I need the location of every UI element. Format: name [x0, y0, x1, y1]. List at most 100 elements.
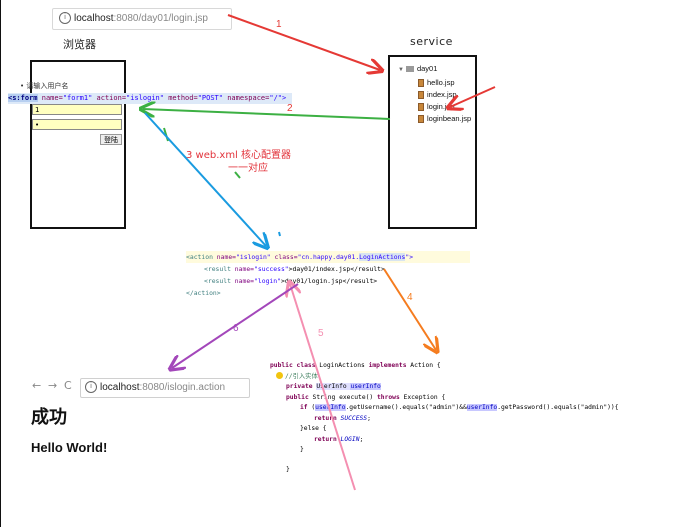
username-input[interactable]: 1 — [32, 104, 122, 115]
form-method-val: "POST" — [197, 94, 223, 102]
step-6: 6 — [233, 323, 239, 334]
arrow-3-tick — [278, 231, 281, 237]
code-text: .getUsername().equals("admin")&& — [345, 404, 467, 411]
form-action-attr: action= — [92, 94, 127, 102]
tree-file[interactable]: loginbean.jsp — [418, 114, 471, 124]
kw: throws — [377, 393, 404, 401]
step-5: 5 — [318, 328, 324, 339]
java-return-login: return LOGIN; — [270, 435, 650, 446]
kw: implements — [368, 362, 411, 369]
xml-text: >day01/index.jsp</result> — [288, 265, 385, 273]
login-button[interactable]: 登陆 — [100, 134, 122, 145]
service-box — [388, 55, 477, 229]
form-ns-attr: namespace= — [223, 94, 270, 102]
code-text: String execute() — [312, 393, 377, 401]
tree-folder[interactable]: ▼day01 — [398, 64, 437, 75]
xml-tag: <result — [204, 265, 235, 273]
step-1: 1 — [276, 19, 282, 30]
arrow-1 — [227, 14, 380, 70]
xml-val: "> — [405, 253, 414, 261]
jsp-file-icon — [418, 91, 424, 100]
xml-val: "islogin" — [236, 253, 271, 261]
one-to-one-label: 一一对应 — [228, 163, 268, 174]
form-name-attr: name= — [37, 94, 63, 102]
form-tag: <s:form — [8, 94, 38, 102]
xml-attr: name= — [234, 277, 255, 285]
kw: return — [314, 414, 341, 422]
java-field: private UserInfo userInfo — [270, 382, 650, 393]
page-edge — [0, 0, 1, 527]
arrow-2 — [143, 109, 391, 120]
url-host: localhost — [100, 382, 140, 393]
kw: return — [314, 435, 341, 443]
code-text: }else { — [300, 425, 327, 432]
struts-xml-code: <action name="islogin" class="cn.happy.d… — [186, 251, 470, 299]
code-text: ; — [359, 435, 364, 443]
browser-label: 浏览器 — [63, 38, 96, 51]
info-icon: i — [85, 381, 97, 394]
xml-attr: name= — [216, 253, 237, 261]
xml-tag: <action — [186, 253, 217, 261]
lightbulb-icon[interactable] — [276, 372, 283, 379]
step-3-label: 3 web.xml 核心配置器 — [186, 150, 292, 161]
arrow-pointer — [450, 86, 496, 107]
xml-text: >day01/login.jsp</result> — [280, 277, 378, 285]
kw: private — [286, 383, 317, 390]
partial-label: • 请输入用户名 — [20, 82, 69, 90]
kw: public class — [270, 362, 320, 369]
forward-icon[interactable]: → — [48, 379, 58, 392]
code-text: Exception { — [403, 393, 446, 401]
xml-attr: class= — [270, 253, 298, 261]
form-name-val: "form1" — [62, 94, 93, 102]
jsp-file-icon — [418, 103, 424, 112]
tree-file[interactable]: login.jsp — [418, 102, 455, 112]
form-ns-val: "/"> — [269, 94, 287, 102]
field-name: userInfo — [466, 404, 498, 411]
java-brace: } — [270, 445, 650, 456]
xml-val: "login" — [254, 277, 281, 285]
code-text: } — [300, 446, 304, 453]
service-label: service — [410, 35, 453, 48]
code-text: LoginActions — [319, 362, 369, 369]
xml-class-highlight: LoginActions — [359, 253, 406, 261]
tree-file[interactable]: index.jsp — [418, 90, 457, 100]
code-text: ( — [311, 404, 316, 411]
file-name: index.jsp — [427, 90, 457, 99]
password-input[interactable]: • — [32, 119, 122, 130]
java-method: public String execute() throws Exception… — [270, 393, 650, 404]
hello-message: Hello World! — [31, 440, 108, 455]
code-text: Action { — [410, 362, 441, 369]
file-name: hello.jsp — [427, 78, 455, 87]
java-else: }else { — [270, 424, 650, 435]
xml-val: "cn.happy.day01. — [297, 253, 360, 261]
expand-icon: ▼ — [398, 67, 404, 73]
code-text: } — [286, 465, 290, 473]
java-class-decl: public class LoginActions implements Act… — [270, 361, 650, 372]
java-return-success: return SUCCESS; — [270, 414, 650, 425]
reload-icon[interactable]: C — [64, 379, 72, 392]
arrow-5 — [290, 284, 356, 491]
back-icon[interactable]: ← — [32, 379, 42, 392]
field-name: userInfo — [350, 383, 381, 390]
success-heading: 成功 — [31, 407, 67, 428]
kw: if — [300, 404, 312, 411]
arrow-6 — [172, 283, 299, 368]
java-if: if ( userInfo.getUsername().equals("admin… — [270, 403, 650, 414]
jsp-file-icon — [418, 79, 424, 88]
tree-file[interactable]: hello.jsp — [418, 78, 455, 88]
xml-result-login: <result name="login">day01/login.jsp</re… — [186, 275, 470, 287]
constant: LOGIN — [340, 435, 360, 443]
folder-icon — [405, 66, 414, 73]
url-path: :8080/day01/login.jsp — [113, 13, 208, 24]
step-4: 4 — [407, 292, 413, 303]
xml-result-success: <result name="success">day01/index.jsp</… — [186, 263, 470, 275]
nav-bar: ← → C — [30, 377, 250, 397]
form-action-val: "islogin" — [126, 94, 164, 102]
xml-action-close: </action> — [186, 287, 470, 299]
kw: public — [286, 393, 313, 401]
form-method-attr: method= — [163, 94, 198, 102]
jsp-file-icon — [418, 115, 424, 124]
